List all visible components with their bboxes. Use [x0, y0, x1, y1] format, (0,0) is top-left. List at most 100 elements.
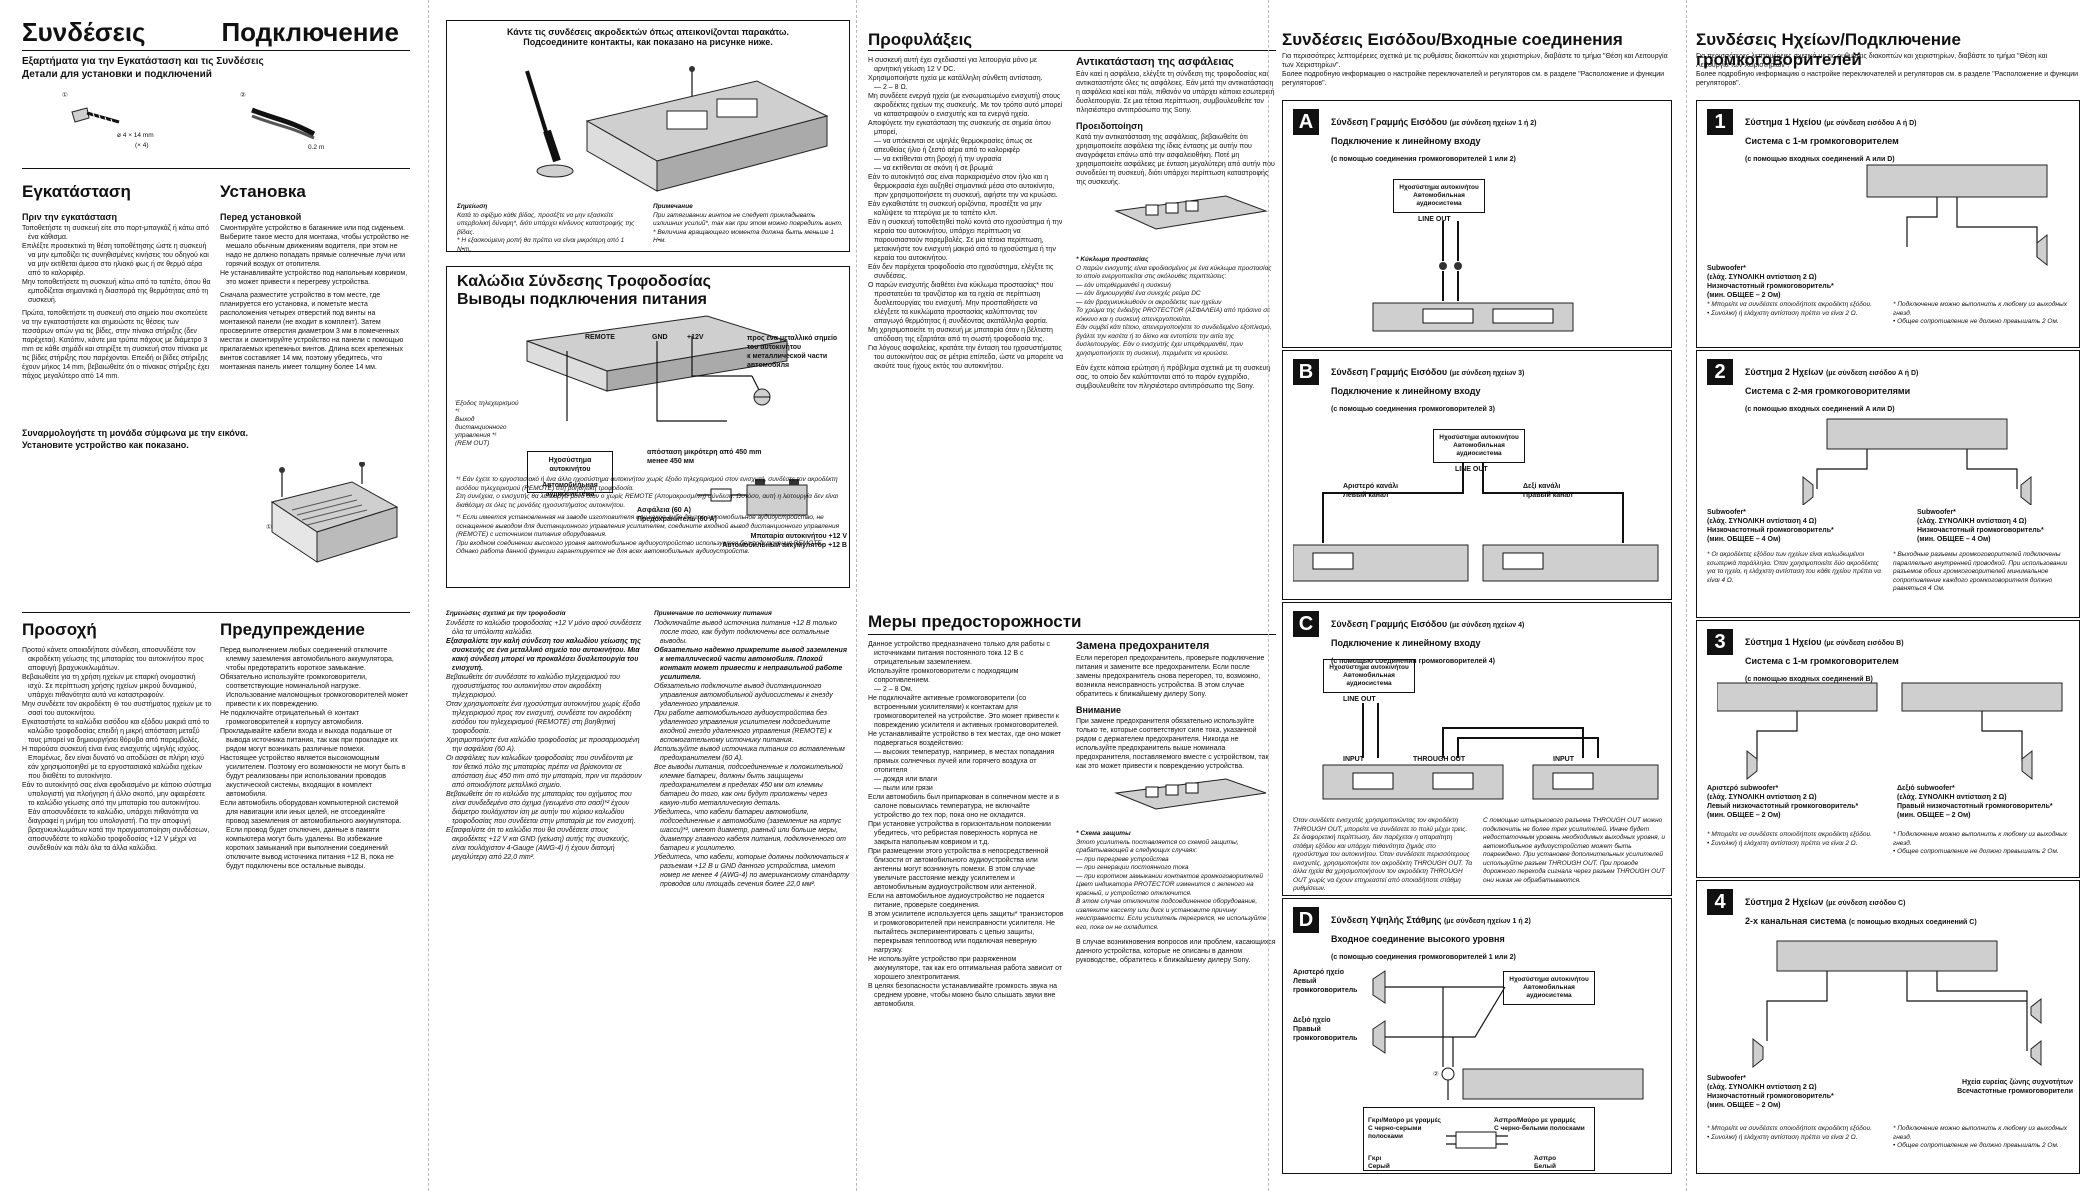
note-title-gr: Σημείωση [457, 203, 488, 210]
system-3-note-ru: * Подключение можно выполнить к любому и… [1893, 831, 2068, 855]
precautions-title-ru: Меры предосторожности [868, 612, 1082, 631]
section-B-letter: B [1293, 359, 1319, 385]
section-B-right: Δεξί κανάλι Правый канал [1523, 483, 1573, 499]
section-C-letter: C [1293, 611, 1319, 637]
protection-title-gr: * Κύκλωμα προστασίας [1076, 256, 1149, 263]
section-A-gr: Σύνδεση Γραμμής Εισόδου [1331, 117, 1448, 127]
part1-size: ø 4 × 14 mm [117, 132, 154, 139]
system-1-gr: Σύστημα 1 Ηχείου [1745, 117, 1822, 127]
system-4-note-ru: * Подключение можно выполнить к любому и… [1893, 1125, 2068, 1149]
system-1: 1 Σύστημα 1 Ηχείου (με σύνδεση εισόδου A… [1696, 100, 2080, 348]
input-intro: Για περισσότερες λεπτομέρειες σχετικά με… [1282, 53, 1668, 87]
panel-speaker-connections: Συνδέσεις Ηχείων/Подключение громкоговор… [1696, 0, 2080, 1191]
terminal-box: Κάντε τις συνδέσεις ακροδεκτών όπως απει… [446, 20, 850, 253]
section-C-diagram [1322, 703, 1659, 800]
help-text-gr: Εάν έχετε κάποια ερώτηση ή πρόβλημα σχετ… [1076, 365, 1271, 390]
mounting-illustration [270, 462, 399, 563]
system-2-ru-sub: (с помощью входных соединений A или D) [1745, 406, 1895, 413]
ground-screw-icon [753, 388, 771, 406]
note-text-ru: При затягивании винтов не следует прикла… [653, 211, 843, 245]
power-notes-list-gr: Συνδέστε το καλώδιο τροφοδοσίας +12 V μό… [446, 619, 642, 861]
speaker-title: Συνδέσεις Ηχείων/Подключение громкоговор… [1696, 30, 1961, 69]
system-3: 3 Σύστημα 1 Ηχείου (με σύνδεση εισόδου B… [1696, 620, 2080, 878]
section-B-line-out: LINE OUT [1455, 466, 1488, 473]
section-C-gr-sub: (με σύνδεση ηχείων 4) [1449, 622, 1525, 629]
caution-list-ru: Перед выполнением любых соединений отклю… [220, 646, 409, 870]
system-3-number: 3 [1707, 629, 1733, 655]
section-B: B Σύνδεση Γραμμής Εισόδου (με σύνδεση ηχ… [1282, 350, 1672, 600]
system-3-note-gr: * Μπορείτε να συνδέσετε οποιοδήποτε ακρο… [1707, 831, 1872, 847]
system-3-sub-right: Δεξιό subwoofer* (ελάχ. ΣΥΝΟΛΙΚΗ αντίστα… [1897, 785, 2053, 819]
fuse-label: Ασφάλεια (60 A) Предохранитель (60 A) [637, 507, 717, 523]
install-heading-gr: Εγκατάσταση [22, 182, 131, 201]
cable-icon [251, 107, 316, 140]
fuse-illustration-ru [1114, 778, 1267, 810]
before-para-gr: Πρώτα, τοποθετήστε τη συσκευή στο σημείο… [22, 309, 210, 380]
system-1-note-ru: * Подключение можно выполнить к любому и… [1893, 301, 2068, 325]
caution-list-gr: Προτού κάνετε οποιαδήποτε σύνδεση, αποσυ… [22, 646, 212, 852]
speaker-intro: Για περισσότερες λεπτομέρειες σχετικά με… [1696, 53, 2079, 87]
precautions-list-gr: Η συσκευή αυτή έχει σχεδιαστεί για λειτο… [868, 57, 1064, 370]
terminal-header-gr: Κάντε τις συνδέσεις ακροδεκτών όπως απει… [506, 27, 789, 37]
system-3-gr: Σύστημα 1 Ηχείου [1745, 637, 1822, 647]
panel-power-connections: Κάντε τις συνδέσεις ακροδεκτών όπως απει… [446, 0, 850, 1191]
system-1-diagram [1866, 164, 2048, 267]
system-1-ru: Система с 1-м громкоговорителем [1745, 136, 1899, 146]
section-D-ref: ② [1433, 1071, 1439, 1078]
system-2-diagram [1802, 418, 2032, 505]
terminal-header-ru: Подсоедините контакты, как показано на р… [523, 37, 773, 47]
section-D-front-left: Αριστερό ηχείο Левый громкоговоритель [1293, 969, 1358, 994]
terminal-gnd: GND [652, 334, 668, 341]
system-4-fullrange-label: Ηχεία ευρείας ζώνης συχνοτήτων Всечастот… [1957, 1079, 2073, 1095]
part1-qty: (× 4) [135, 142, 149, 149]
section-C-ru-sub: (с помощью соединения громкоговорителей … [1331, 658, 1496, 665]
section-C-gr: Σύνδεση Γραμμής Εισόδου [1331, 619, 1448, 629]
section-C-input: INPUT [1343, 756, 1364, 763]
protection-text-gr: Ο παρών ενισχυτής είναι εφοδιασμένος με … [1076, 264, 1272, 357]
fuse-illustration-gr [1114, 195, 1268, 230]
caution-heading-gr: Προσοχή [22, 620, 97, 639]
panel-precautions: Προφυλάξεις Η συσκευή αυτή έχει σχεδιαστ… [868, 0, 1276, 1191]
before-heading-gr: Πριν την εγκατάσταση [22, 211, 118, 222]
section-A-gr-sub: (με σύνδεση ηχείων 1 ή 2) [1449, 120, 1537, 127]
terminal-illustration [525, 66, 829, 192]
mount-note-ru: Установите устройство как показано. [22, 440, 189, 450]
system-4-gr: Σύστημα 2 Ηχείων [1745, 897, 1824, 907]
system-1-note-gr: * Μπορείτε να συνδέσετε οποιοδήποτε ακρο… [1707, 301, 1872, 317]
system-2-sub-right: Subwoofer* (ελάχ. ΣΥΝΟΛΙΚΗ αντίσταση 4 Ω… [1917, 509, 2044, 543]
section-C-note-ru: С помощью штырькового разъема THROUGH OU… [1483, 817, 1665, 884]
power-notes-title-ru: Примечание по источнику питания [654, 610, 772, 617]
system-3-ru-sub: (с помощью входных соединений B) [1745, 676, 1873, 683]
system-4-number: 4 [1707, 889, 1733, 915]
system-2-sub-left: Subwoofer* (ελάχ. ΣΥΝΟΛΙΚΗ αντίσταση 4 Ω… [1707, 509, 1834, 543]
before-para-ru: Сначала разместите устройство в том мест… [220, 291, 404, 371]
section-D-headunit: Ηχοσύστημα αυτοκινήτου Автомобильная ауд… [1503, 971, 1595, 1005]
system-4-note-gr: * Μπορείτε να συνδέσετε οποιοδήποτε ακρο… [1707, 1125, 1872, 1141]
section-C-ru: Подключение к линейному входу [1331, 638, 1481, 648]
section-B-ru: Подключение к линейному входу [1331, 386, 1481, 396]
warning-title-gr: Προειδοποίηση [1076, 121, 1143, 131]
system-2-note-ru: * Выходные разъемы громкоговорителей под… [1893, 551, 2068, 592]
section-B-ru-sub: (с помощью соединения громкоговорителей … [1331, 406, 1496, 413]
system-1-ru-sub: (с помощью входных соединений A или D) [1745, 156, 1895, 163]
system-4-ru: 2-х канальная система [1745, 916, 1847, 926]
note-title-ru: Примечание [653, 203, 693, 210]
precautions-title-gr: Προφυλάξεις [868, 30, 973, 49]
panel-installation: Συνδέσεις Подключение Εξαρτήματα για την… [22, 0, 410, 1191]
footnote1-gr: *¹ Εάν έχετε το εργοστασιακό ή ένα άλλο … [456, 476, 839, 509]
section-B-left: Αριστερό κανάλι Левый канал [1343, 483, 1399, 499]
warning-text-gr: Κατά την αντικατάσταση της ασφάλειας, βε… [1076, 134, 1275, 186]
part1-number: ① [62, 92, 68, 99]
section-C: C Σύνδεση Γραμμής Εισόδου (με σύνδεση ηχ… [1282, 602, 1672, 896]
power-title-gr: Καλώδια Σύνδεσης Τροφοδοσίας [457, 273, 711, 290]
section-C-note-gr: Όταν συνδέετε ενισχυτές χρησιμοποιώντας … [1293, 817, 1473, 892]
section-A: A Σύνδεση Γραμμής Εισόδου (με σύνδεση ηχ… [1282, 100, 1672, 348]
section-D-ru-sub: (с помощью соединения громкоговорителей … [1331, 954, 1516, 961]
part2-number: ② [240, 92, 246, 99]
section-D-front-right: Δεξιό ηχείο Правый громкоговоритель [1293, 1017, 1358, 1042]
system-2-gr-sub: (με σύνδεση εισόδου A ή D) [1825, 370, 1919, 377]
mount-fig-ref: ① [266, 524, 272, 531]
remote-out-label: Έξοδος τηλεχειρισμού *¹ Выход дистанцион… [455, 399, 519, 447]
section-B-headunit: Ηχοσύστημα αυτοκινήτου Автомобильная ауд… [1433, 429, 1525, 463]
power-title-ru: Выводы подключения питания [457, 291, 708, 309]
